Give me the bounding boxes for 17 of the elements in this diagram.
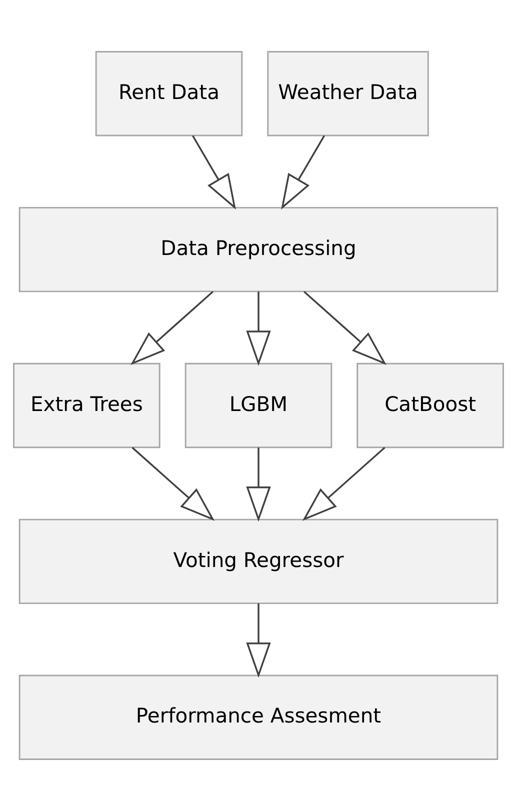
arrow [281, 135, 326, 210]
node-box: Rent Data [95, 51, 243, 136]
node-box: Weather Data [267, 51, 429, 136]
node-box: CatBoost [356, 362, 504, 448]
arrow [192, 135, 236, 210]
arrow [302, 446, 386, 521]
arrow [246, 603, 271, 678]
arrow [246, 448, 271, 522]
arrow [132, 446, 215, 521]
node-box: Data Preprocessing [18, 206, 498, 292]
arrow [130, 290, 214, 365]
node-box: LGBM [184, 362, 332, 448]
arrow [304, 290, 386, 365]
node-box: Performance Assesment [18, 674, 498, 760]
node-box: Extra Trees [13, 362, 160, 448]
arrow [246, 292, 271, 366]
node-box: Voting Regressor [18, 518, 498, 604]
